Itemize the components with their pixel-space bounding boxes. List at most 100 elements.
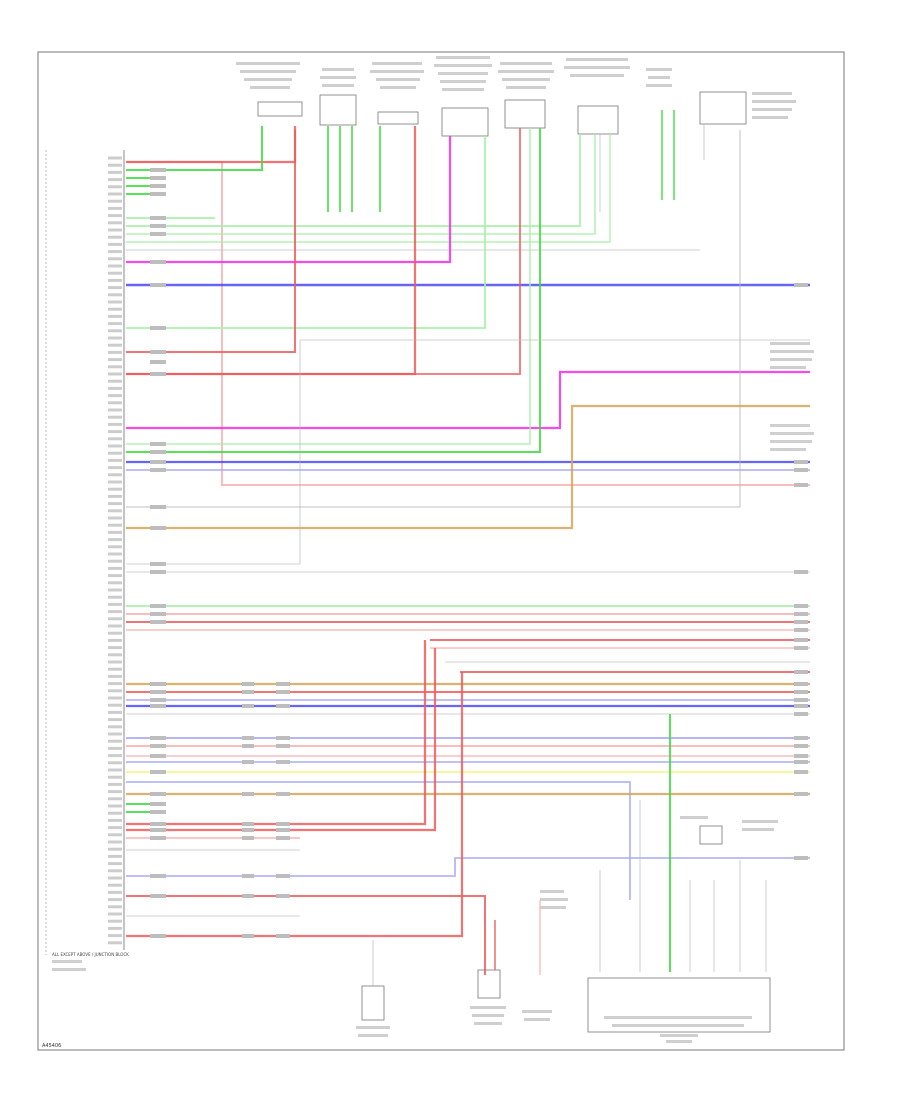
wire-tan	[126, 404, 810, 530]
pin-label	[108, 530, 122, 534]
pin-label	[108, 422, 122, 426]
wire-red	[126, 130, 296, 353]
wire-label	[150, 704, 166, 708]
pin-label	[108, 322, 122, 326]
wire-label	[794, 570, 808, 574]
pin-label	[108, 386, 122, 390]
pin-label	[108, 869, 122, 873]
wire-lightblue	[126, 857, 810, 877]
pin-label	[108, 466, 122, 470]
wire-label	[794, 770, 808, 774]
wire-label	[794, 760, 808, 764]
pin-label	[108, 314, 122, 318]
pin-label	[108, 430, 122, 434]
pin-label	[108, 300, 122, 304]
pin-label	[108, 199, 122, 203]
wire-label	[794, 604, 808, 608]
wire-label	[276, 736, 290, 740]
pin-label	[108, 408, 122, 412]
wire-label	[150, 224, 166, 228]
pin-label	[108, 588, 122, 592]
pin-label	[108, 473, 122, 477]
wire-label	[242, 874, 254, 878]
pin-label	[108, 682, 122, 686]
pin-label	[108, 610, 122, 614]
wire-label	[150, 176, 166, 180]
top-components	[236, 56, 796, 137]
pin-label	[108, 264, 122, 268]
pin-label	[108, 660, 122, 664]
wire-label	[794, 792, 808, 796]
wire-label	[150, 562, 166, 566]
pin-label	[108, 458, 122, 462]
pin-label	[108, 739, 122, 743]
wire-label	[794, 698, 808, 702]
pin-label	[108, 170, 122, 174]
wire-label	[794, 283, 808, 287]
pin-label	[108, 638, 122, 642]
wire-label	[242, 682, 254, 686]
pin-label	[108, 185, 122, 189]
pin-label	[108, 487, 122, 491]
pin-label	[108, 336, 122, 340]
pin-label	[108, 329, 122, 333]
wire-label	[150, 570, 166, 574]
wire-label	[150, 604, 166, 608]
pin-label	[108, 624, 122, 628]
pin-label	[108, 768, 122, 772]
wire-label	[150, 283, 166, 287]
wire-label	[794, 460, 808, 464]
wire-label	[150, 232, 166, 236]
pin-label	[108, 833, 122, 837]
wire-label	[150, 526, 166, 530]
wire-label	[276, 760, 290, 764]
wire-lightblue	[126, 781, 631, 900]
pin-label	[108, 934, 122, 938]
component-box	[377, 111, 419, 125]
wire-lightgreen	[126, 134, 596, 235]
wire-red	[126, 648, 437, 832]
wire-label	[794, 856, 808, 860]
pin-label	[108, 912, 122, 916]
pin-label	[108, 883, 122, 887]
wire-label	[150, 260, 166, 264]
wire-label	[242, 760, 254, 764]
wire-label	[150, 460, 166, 464]
pin-label	[108, 566, 122, 570]
pin-label	[108, 631, 122, 635]
pin-label	[108, 581, 122, 585]
pin-label	[108, 818, 122, 822]
wire-red	[126, 126, 297, 164]
wire-label	[150, 836, 166, 840]
wire-label	[150, 690, 166, 694]
wire-pink	[126, 161, 810, 486]
bottom-module-box	[587, 977, 771, 1033]
wire-label	[242, 690, 254, 694]
bottom-switch-box	[699, 825, 723, 845]
wire-gray	[126, 130, 741, 508]
wire-lightgreen	[126, 136, 486, 329]
wire-label	[150, 754, 166, 758]
wire-label	[242, 894, 254, 898]
pin-label	[108, 437, 122, 441]
component-box	[319, 94, 357, 126]
wire-label	[276, 828, 290, 832]
wire-label	[150, 874, 166, 878]
wire-label	[150, 770, 166, 774]
pin-label	[108, 365, 122, 369]
diagram-border	[37, 51, 845, 1051]
pin-label	[108, 178, 122, 182]
pin-label	[108, 617, 122, 621]
wire-label	[242, 792, 254, 796]
pin-label	[108, 826, 122, 830]
pin-label	[108, 840, 122, 844]
pin-ticks	[108, 156, 122, 945]
pin-label	[108, 905, 122, 909]
wire-label	[794, 744, 808, 748]
pin-label	[108, 890, 122, 894]
pin-label	[108, 307, 122, 311]
wire-label	[794, 712, 808, 716]
wire-label	[150, 372, 166, 376]
wire-label	[242, 934, 254, 938]
pin-label	[108, 192, 122, 196]
